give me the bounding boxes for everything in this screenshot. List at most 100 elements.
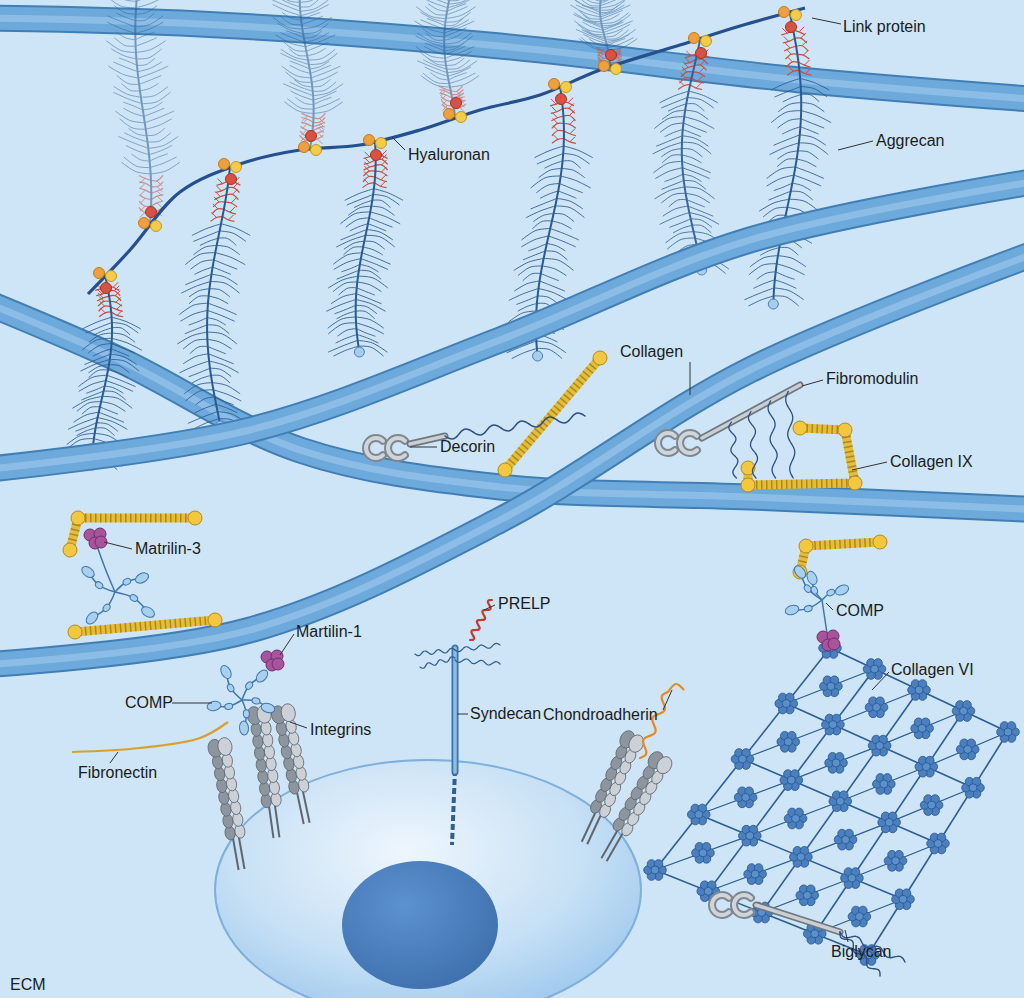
chondroitin-sulfate-chain <box>799 143 828 155</box>
integrin-tail <box>275 806 279 838</box>
keratan-sulfate-branch <box>157 203 162 208</box>
chondroitin-sulfate-chain <box>188 412 218 424</box>
aggrecan-g1-domain <box>779 7 790 18</box>
chondroitin-sulfate-chain <box>552 221 572 229</box>
leader-line <box>872 672 889 690</box>
oligomer-domain <box>810 585 819 595</box>
chondroitin-sulfate-chain <box>73 412 98 422</box>
chondroitin-sulfate-chain <box>214 260 237 269</box>
chondroitin-sulfate-chain <box>106 381 133 392</box>
leucine-rich-repeat <box>734 895 751 915</box>
keratan-sulfate-branch <box>682 67 687 72</box>
keratan-sulfate-chain <box>795 38 807 43</box>
keratan-sulfate-branch <box>683 62 688 67</box>
chondroitin-sulfate-chain <box>654 117 684 129</box>
syndecan-core <box>453 648 457 772</box>
aggrecan-g2-domain <box>696 48 707 59</box>
keratan-sulfate-branch <box>213 204 218 209</box>
chondroitin-sulfate-chain <box>189 318 208 325</box>
chondroitin-sulfate-chain <box>528 244 547 251</box>
chondroitin-sulfate-chain <box>207 318 226 325</box>
chondroitin-sulfate-chain <box>314 98 340 109</box>
keratan-sulfate-chain <box>364 165 376 170</box>
chondroitin-sulfate-chain <box>179 361 209 373</box>
chondroitin-sulfate-chain <box>539 289 569 301</box>
keratan-sulfate-branch <box>364 172 369 177</box>
chondroitin-sulfate-chain <box>430 0 449 1</box>
collagen-vi-bead <box>832 759 840 767</box>
collagen-vi-bead <box>922 763 930 771</box>
chondroitin-sulfate-chain <box>208 347 226 354</box>
chondroitin-sulfate-chain <box>287 98 313 109</box>
aggrecan-g1-domain <box>549 79 560 90</box>
keratan-sulfate-branch <box>784 36 789 41</box>
chondroitin-sulfate-chain <box>769 191 791 200</box>
chondroitin-sulfate-chain <box>290 91 313 100</box>
link-protein <box>106 271 117 282</box>
chondroitin-sulfate-chain <box>344 241 364 249</box>
collagen-vi-bead <box>651 866 659 874</box>
keratan-sulfate-branch <box>700 60 705 65</box>
leader-line <box>172 703 212 704</box>
collagen-vi-filament <box>852 844 938 879</box>
leader-line <box>410 447 437 448</box>
chondroitin-sulfate-chain <box>124 157 150 168</box>
keratan-sulfate-chain <box>363 176 375 181</box>
chondroitin-sulfate-chain <box>660 213 690 225</box>
collagen-vi-bead <box>918 724 926 732</box>
oligomer-domain <box>254 668 270 685</box>
oligomer-domain <box>84 610 100 626</box>
collagen-globular-domain <box>63 543 77 557</box>
chondroitin-sulfate-chain <box>414 21 444 33</box>
chondroitin-sulfate-chain <box>111 349 129 356</box>
collagen-vi-filament <box>708 669 874 891</box>
chondroitin-sulfate-chain <box>448 67 471 76</box>
collagen-vi-bead <box>934 840 942 848</box>
collagen-vi-tetramer <box>884 850 907 871</box>
callout-label: Chondroadherin <box>543 705 658 725</box>
chondroitin-sulfate-chain <box>687 200 705 207</box>
chondroitin-sulfate-chain <box>424 46 444 54</box>
chondroitin-sulfate-chain <box>682 168 709 179</box>
collagen-vi-bead <box>1004 728 1012 736</box>
chondroitin-sulfate-chain <box>280 53 309 64</box>
chondroitin-sulfate-chain <box>286 72 312 83</box>
collagen-globular-domain <box>838 423 852 437</box>
keratan-sulfate-chain <box>215 188 227 193</box>
chondroitin-sulfate-chain <box>801 103 824 112</box>
keratan-sulfate-branch <box>232 189 237 194</box>
chondroitin-sulfate-chain <box>600 5 624 15</box>
chondroitin-sulfate-chain <box>370 212 400 224</box>
chondroitin-sulfate-chain <box>656 136 682 146</box>
leader-line <box>663 690 672 710</box>
collagen-vi-filament <box>750 801 840 835</box>
keratan-sulfate-branch <box>157 187 162 192</box>
chondroitin-sulfate-chain <box>448 73 466 80</box>
chondroitin-sulfate-chain <box>416 7 446 19</box>
collagen-vi-tetramer <box>952 701 975 722</box>
keratan-sulfate-branch <box>552 113 557 118</box>
collagen-fibril <box>0 18 1024 100</box>
integrin-tail <box>601 831 617 859</box>
keratan-sulfate-chain <box>98 301 110 306</box>
collagen-globular-domain <box>188 511 202 525</box>
chondroitin-sulfate-chain <box>282 12 301 20</box>
chondroitin-sulfate-chain <box>356 323 384 334</box>
chondroitin-sulfate-chain <box>531 199 557 209</box>
oligomer-domain <box>224 703 233 711</box>
chondroitin-sulfate-chain <box>558 191 576 198</box>
keratan-sulfate-branch <box>553 126 558 131</box>
integrin-tail <box>239 837 245 869</box>
chondroitin-sulfate-chain <box>313 84 343 96</box>
chondroitin-sulfate-chain <box>682 155 702 163</box>
keratan-sulfate-chain <box>301 113 313 118</box>
collagen-fibril-highlight <box>0 250 1024 665</box>
chondroitin-sulfate-chain <box>68 418 98 430</box>
oligomer-domain <box>260 702 276 715</box>
leucine-rich-repeat <box>712 895 729 915</box>
chondroitin-sulfate-chain <box>289 48 308 56</box>
keratan-sulfate-branch <box>382 154 387 159</box>
chondroitin-sulfate-chain <box>669 200 687 207</box>
chondroitin-sulfate-chain <box>215 253 245 265</box>
